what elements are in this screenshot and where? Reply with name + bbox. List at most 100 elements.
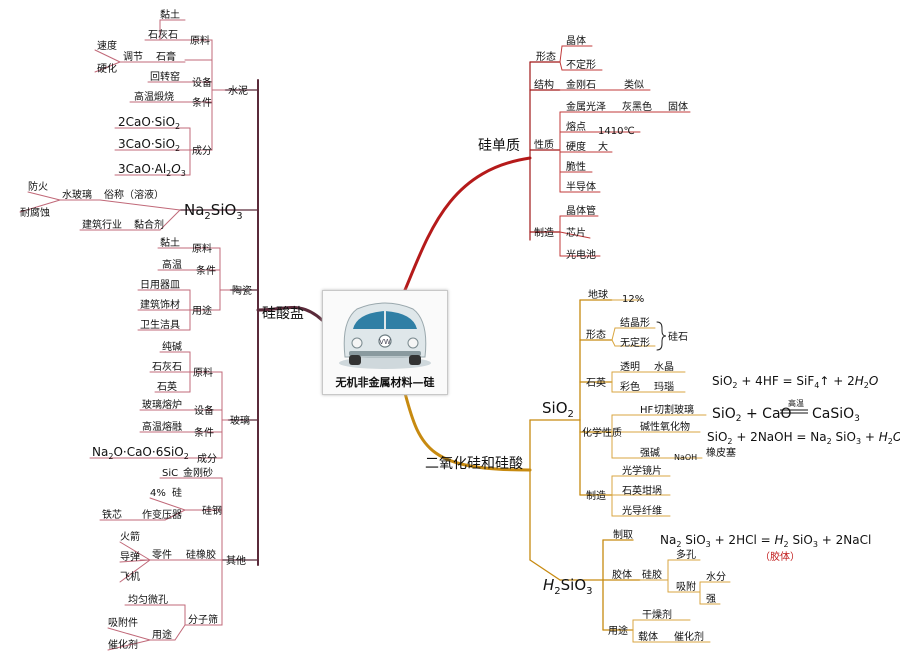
glass-furnace: 玻璃熔炉	[142, 398, 182, 411]
si-big: 大	[598, 140, 608, 153]
ceramic-u3: 卫生洁具	[140, 318, 180, 331]
h2sio3-porous: 多孔	[676, 548, 696, 561]
cement-cond: 条件	[192, 96, 212, 109]
silicate-common: 俗称（溶液）	[104, 188, 164, 201]
sio2-strongbase: 强碱	[640, 447, 660, 459]
glass-formula: Na2O·CaO·6SiO2	[92, 445, 189, 461]
eq-naoh: SiO2 + 2NaOH = Na2 SiO3 + H2O	[707, 430, 900, 446]
cement-comp: 成分	[192, 145, 212, 157]
si-crystal: 晶体	[566, 35, 586, 47]
sio2-stopper: 橡皮塞	[706, 446, 736, 459]
svg-text:VW: VW	[379, 338, 391, 346]
h2sio3-cat: 催化剂	[674, 630, 704, 643]
sio2-agate: 玛瑙	[654, 381, 674, 393]
ceramic-label: 陶瓷	[232, 284, 252, 297]
silicate-corr: 耐腐蚀	[20, 206, 50, 219]
si-tube: 晶体管	[566, 204, 596, 217]
h2sio3-colloid: （胶体）	[760, 550, 800, 563]
cement-limestone: 石灰石	[148, 28, 178, 41]
cement-adjust: 调节	[123, 51, 143, 63]
sio2-cutglass: 切割玻璃	[654, 403, 694, 416]
h2sio3-use: 用途	[608, 624, 628, 637]
glass-r3: 石英	[157, 380, 177, 393]
van-image: VW	[339, 302, 431, 369]
si-prop: 性质	[534, 138, 554, 151]
h2sio3-dry: 干燥剂	[642, 608, 672, 621]
other-pct: 4%	[150, 488, 166, 499]
h2sio3-prep: 制取	[613, 528, 633, 541]
sio2-clear: 透明	[620, 361, 640, 373]
glass-r2: 石灰石	[152, 360, 182, 373]
other-missile: 导弹	[120, 550, 140, 563]
si-diamond: 金刚石	[566, 78, 596, 91]
h2sio3-carrier: 载体	[638, 631, 658, 643]
other-trans: 作变压器	[142, 508, 182, 521]
si-semi: 半导体	[566, 180, 596, 193]
cement-calcine: 高温煅烧	[134, 90, 174, 103]
si-brittle: 脆性	[566, 160, 586, 173]
branch-silicate: 硅酸盐	[262, 306, 304, 322]
cement-c2: 3CaO·SiO2	[118, 137, 180, 153]
glass-equip: 设备	[194, 404, 214, 417]
si-luster: 金属光泽	[566, 100, 606, 113]
si-form: 形态	[536, 50, 556, 63]
glass-melt: 高温熔融	[142, 420, 182, 433]
si-solid: 固体	[668, 101, 688, 113]
other-sisteel: 硅钢	[202, 504, 222, 517]
other-core: 铁芯	[102, 508, 122, 521]
sodium-silicate: Na2SiO3	[184, 201, 243, 222]
h2sio3-adsorb: 吸附	[676, 580, 696, 593]
sio2-quartz: 石英	[586, 376, 606, 389]
sio2-pct: 12%	[622, 294, 644, 305]
sio2-hf: HF	[640, 405, 654, 416]
sio2-m1: 光学镜片	[622, 464, 662, 477]
branch-acid: 二氧化硅和硅酸	[425, 456, 523, 472]
si-solar: 光电池	[566, 248, 596, 261]
ceramic-hi: 高温	[162, 258, 182, 271]
silicate-build: 建筑行业	[82, 218, 122, 231]
cement-kiln: 回转窑	[150, 70, 180, 83]
other-rubber: 硅橡胶	[186, 548, 216, 561]
h2sio3-heading: H2SiO3	[543, 576, 593, 597]
sio2-form: 形态	[586, 328, 606, 341]
si-make: 制造	[534, 226, 554, 239]
h2sio3-strong: 强	[706, 593, 716, 605]
branch-silicon: 硅单质	[478, 138, 520, 154]
other-use: 用途	[152, 628, 172, 641]
h2sio3-silicagel: 硅胶	[642, 568, 662, 581]
other-pores: 均匀微孔	[128, 593, 168, 606]
other-sic: SiC	[162, 468, 178, 479]
sio2-amorph: 无定形	[620, 336, 650, 349]
sio2-chem: 化学性质	[582, 426, 622, 439]
other-sieve: 分子筛	[188, 613, 218, 626]
other-label: 其他	[226, 554, 246, 567]
center-node: VW 无机非金属材料—硅	[322, 290, 448, 395]
ceramic-use: 用途	[192, 304, 212, 317]
eq-cao-cond: 高温	[788, 398, 804, 408]
other-adsorb: 吸附件	[108, 616, 138, 629]
silicate-wg: 水玻璃	[62, 188, 92, 201]
si-mpv: 1410℃	[598, 126, 635, 137]
cement-gypsum: 石膏	[156, 50, 176, 63]
sio2-earth: 地球	[588, 288, 608, 301]
cement-harden: 硬化	[97, 62, 117, 75]
sio2-m3: 光导纤维	[622, 504, 662, 517]
other-cat: 催化剂	[108, 638, 138, 651]
glass-label: 玻璃	[230, 414, 250, 427]
cement-equip: 设备	[192, 76, 212, 89]
other-si: 硅	[172, 486, 182, 499]
sio2-naoh: NaOH	[674, 453, 697, 462]
si-gray: 灰黑色	[622, 100, 652, 113]
ceramic-cond: 条件	[196, 264, 216, 277]
sio2-heading: SiO2	[542, 399, 574, 420]
other-jgs: 金刚砂	[183, 466, 213, 479]
sio2-colored: 彩色	[620, 380, 640, 393]
ceramic-raw: 原料	[192, 242, 212, 255]
cement-c1: 2CaO·SiO2	[118, 115, 180, 131]
h2sio3-gel: 胶体	[612, 568, 632, 581]
other-rocket: 火箭	[120, 530, 140, 543]
si-hard: 硬度	[566, 140, 586, 153]
